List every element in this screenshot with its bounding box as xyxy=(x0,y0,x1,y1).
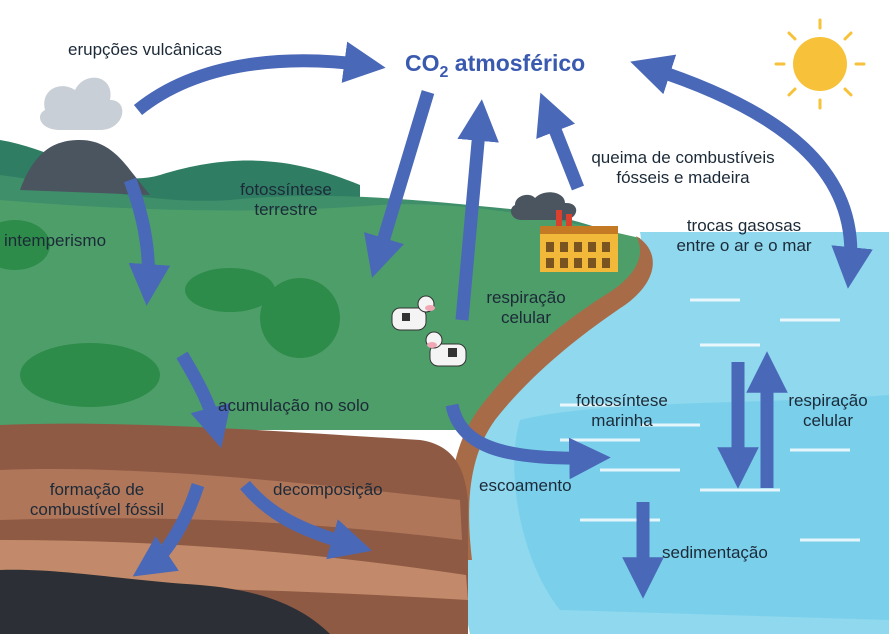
label-combustion: queima de combustíveis fósseis e madeira xyxy=(568,148,798,188)
label-gas-exchange-line1: trocas gasosas xyxy=(686,216,802,235)
volcano xyxy=(20,77,150,195)
wave-lines xyxy=(560,298,860,542)
atmospheric-text: atmosférico xyxy=(454,50,586,76)
arrow-combustion-up xyxy=(536,92,585,191)
label-land-photosynthesis: fotossíntese terrestre xyxy=(222,180,350,220)
label-land-respiration-line1: respiração xyxy=(486,288,566,307)
label-sea-respiration-line2: celular xyxy=(802,411,854,430)
label-fossil-fuel-formation-line2: combustível fóssil xyxy=(29,500,165,519)
label-sedimentation: sedimentação xyxy=(662,543,768,562)
label-land-respiration: respiração celular xyxy=(470,288,582,328)
sun-icon xyxy=(774,18,866,110)
fossil-fuel-deposit xyxy=(0,569,330,634)
arrow-runoff xyxy=(445,403,611,480)
co2-atmospheric-title: CO2 atmosférico xyxy=(405,50,585,82)
label-runoff: escoamento xyxy=(479,476,572,495)
label-combustion-line2: fósseis e madeira xyxy=(616,168,750,187)
arrow-weathering-down xyxy=(123,177,171,306)
label-land-photosynthesis-line1: fotossíntese xyxy=(240,180,332,199)
label-combustion-line1: queima de combustíveis xyxy=(591,148,775,167)
label-marine-photosynthesis-line1: fotossíntese xyxy=(576,391,668,410)
label-marine-photosynthesis: fotossíntese marinha xyxy=(556,391,688,431)
cow xyxy=(391,295,435,331)
label-marine-photosynthesis-line2: marinha xyxy=(591,411,653,430)
arrow-soil-accumulation xyxy=(176,351,231,449)
arrow-land-respiration-up xyxy=(455,99,499,321)
cow xyxy=(425,331,467,367)
label-land-photosynthesis-line2: terrestre xyxy=(254,200,318,219)
label-volcanic-eruptions: erupções vulcânicas xyxy=(68,40,223,59)
arrow-decomposition xyxy=(240,480,372,560)
label-decomposition: decomposição xyxy=(273,480,383,499)
factory xyxy=(510,192,618,272)
cliff xyxy=(450,236,653,560)
label-weathering: intemperismo xyxy=(4,231,107,250)
label-gas-exchange: trocas gasosas entre o ar e o mar xyxy=(656,216,832,256)
label-fossil-fuel-formation-line1: formação de xyxy=(49,480,145,499)
arrow-atmosphere-to-land-photosynthesis xyxy=(364,90,435,278)
label-gas-exchange-line2: entre o ar e o mar xyxy=(676,236,812,255)
bushes xyxy=(0,220,340,407)
arrow-gas-exchange xyxy=(630,54,873,289)
co2-text: CO xyxy=(405,50,440,76)
label-soil-accumulation: acumulação no solo xyxy=(218,396,370,415)
label-fossil-fuel-formation: formação de combustível fóssil xyxy=(6,480,188,520)
co2-subscript: 2 xyxy=(439,64,449,81)
label-land-respiration-line2: celular xyxy=(500,308,552,327)
arrow-volcanic-to-atmosphere xyxy=(133,41,386,116)
label-sea-respiration-line1: respiração xyxy=(788,391,868,410)
arrow-fossil-fuel xyxy=(132,482,205,577)
label-sea-respiration: respiração celular xyxy=(772,391,884,431)
